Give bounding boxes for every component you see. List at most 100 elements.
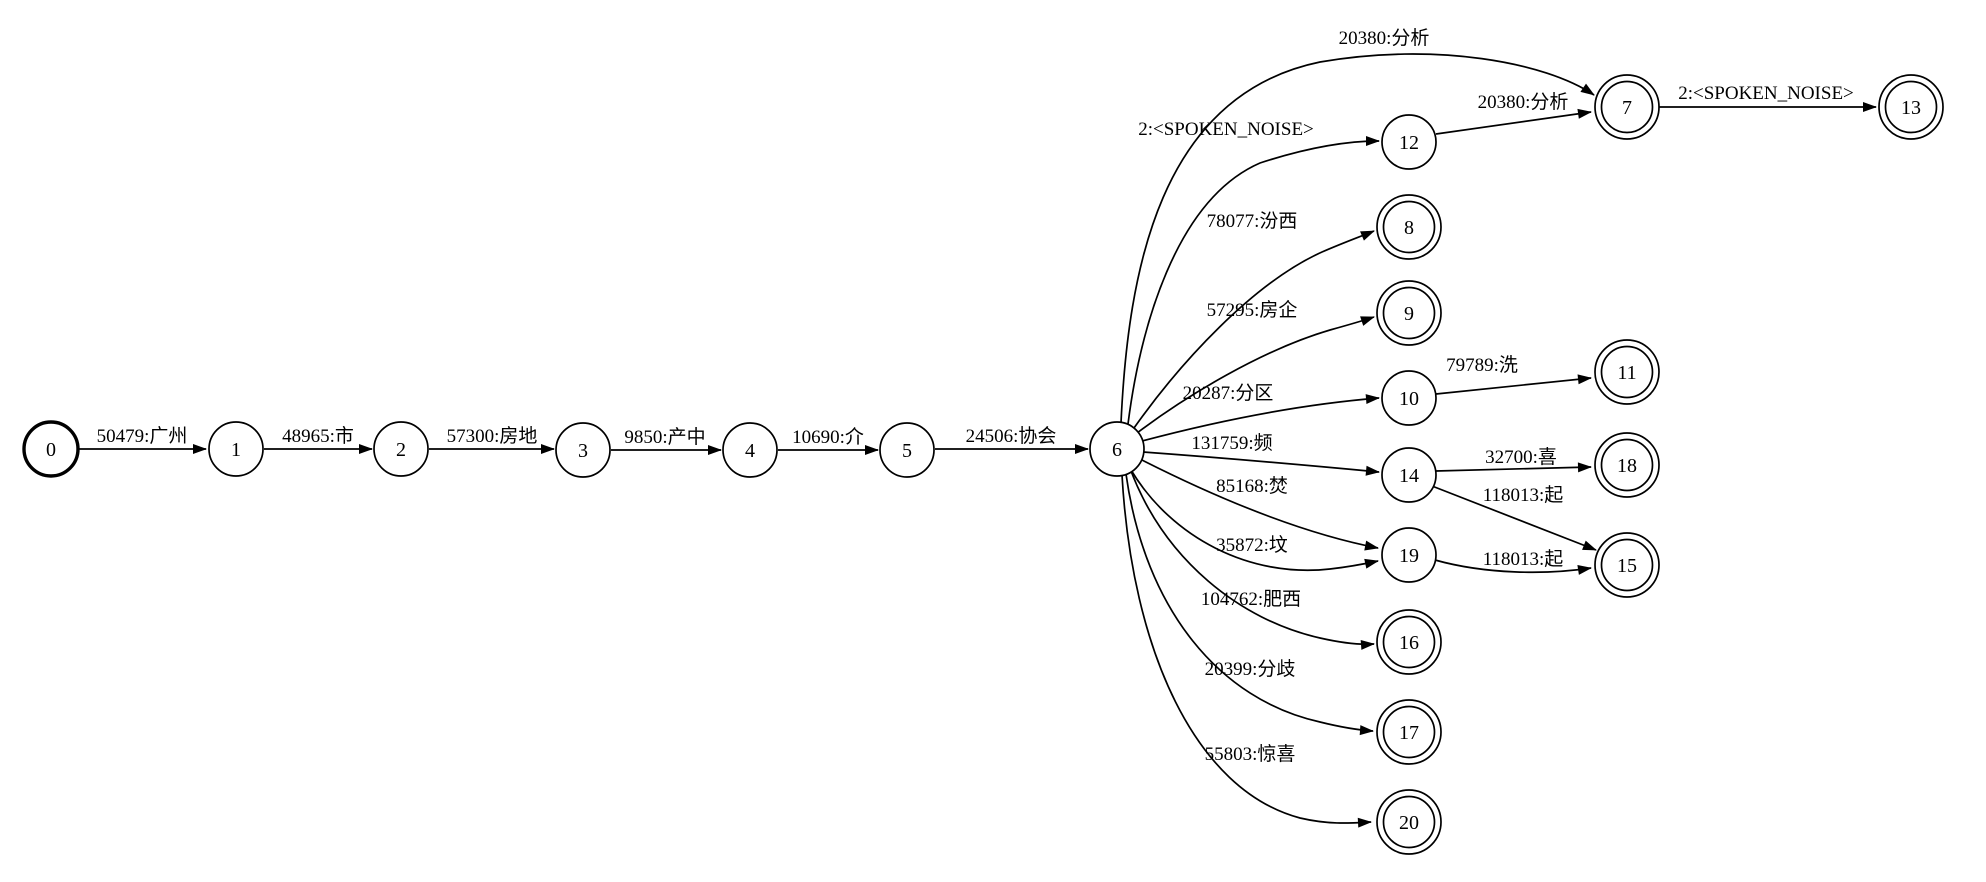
transition-6-17: 20399:分歧 <box>1125 473 1374 736</box>
state-circle <box>722 422 778 478</box>
state-circle <box>1381 527 1437 583</box>
state-label: 3 <box>578 440 588 462</box>
state-label: 18 <box>1617 455 1637 477</box>
state-circle <box>879 422 935 478</box>
transition-label: 131759:频 <box>1191 432 1272 454</box>
transition-label: 20287:分区 <box>1183 382 1274 404</box>
state-inner-circle <box>1382 286 1436 340</box>
state-inner-circle <box>1600 538 1654 592</box>
transition-arrow <box>1130 470 1375 650</box>
state-inner-circle <box>1382 795 1436 849</box>
transition-label: 20399:分歧 <box>1205 658 1296 680</box>
transition-10-11: 79789:洗 <box>1435 354 1592 395</box>
state-inner-circle <box>1382 705 1436 759</box>
state-1: 1 <box>208 421 264 477</box>
transition-6-10: 20287:分区 <box>1141 382 1380 442</box>
state-label: 2 <box>396 439 406 461</box>
state-4: 4 <box>722 422 778 478</box>
state-19: 19 <box>1381 527 1437 583</box>
transition-arrow <box>1431 485 1597 551</box>
state-20: 20 <box>1376 789 1442 855</box>
transition-label: 78077:汾西 <box>1207 210 1298 232</box>
state-label: 11 <box>1617 362 1636 384</box>
transition-19-15: 118013:起 <box>1434 548 1592 575</box>
transition-label: 2:<SPOKEN_NOISE> <box>1138 119 1314 140</box>
state-2: 2 <box>373 421 429 477</box>
transition-14-18: 32700:喜 <box>1435 446 1592 473</box>
transition-label: 118013:起 <box>1483 484 1564 506</box>
state-10: 10 <box>1381 370 1437 426</box>
transition-6-12: 2:<SPOKEN_NOISE> <box>1127 119 1380 425</box>
state-label: 6 <box>1112 439 1122 461</box>
transition-label: 2:<SPOKEN_NOISE> <box>1678 83 1854 104</box>
state-label: 7 <box>1622 97 1632 119</box>
transition-label: 20380:分析 <box>1478 91 1569 113</box>
transition-label: 10690:介 <box>792 426 864 448</box>
state-inner-circle <box>1382 615 1436 669</box>
state-inner-circle <box>1884 80 1938 134</box>
state-circle <box>373 421 429 477</box>
transition-6-20: 55803:惊喜 <box>1121 474 1372 828</box>
state-circle <box>1381 114 1437 170</box>
state-label: 13 <box>1901 97 1921 119</box>
state-label: 5 <box>902 440 912 462</box>
transition-label: 55803:惊喜 <box>1205 743 1296 765</box>
state-inner-circle <box>1600 80 1654 134</box>
transition-arrow <box>1142 451 1380 476</box>
state-label: 20 <box>1399 812 1419 834</box>
transition-label: 57295:房企 <box>1207 299 1298 321</box>
transition-14-15: 118013:起 <box>1431 484 1597 551</box>
state-label: 15 <box>1617 555 1637 577</box>
state-label: 1 <box>231 439 241 461</box>
state-13: 13 <box>1878 74 1944 140</box>
transition-arrow <box>1133 230 1375 429</box>
state-label: 10 <box>1399 388 1419 410</box>
transition-label: 57300:房地 <box>447 425 538 447</box>
transition-6-8: 78077:汾西 <box>1133 210 1375 429</box>
transition-2-3: 57300:房地 <box>429 425 555 454</box>
state-label: 12 <box>1399 132 1419 154</box>
transition-arrow <box>1120 53 1595 424</box>
transition-arrow <box>1125 473 1374 736</box>
state-inner-circle <box>1600 438 1654 492</box>
transition-7-13: 2:<SPOKEN_NOISE> <box>1659 83 1877 112</box>
transition-1-2: 48965:市 <box>264 425 373 454</box>
state-circle <box>1381 447 1437 503</box>
state-label: 0 <box>46 439 56 461</box>
transition-label: 9850:产中 <box>624 426 705 448</box>
state-17: 17 <box>1376 699 1442 765</box>
state-label: 16 <box>1399 632 1419 654</box>
state-18: 18 <box>1594 432 1660 498</box>
transition-6-7: 20380:分析 <box>1120 27 1595 424</box>
transition-label: 48965:市 <box>282 425 354 447</box>
state-circle <box>208 421 264 477</box>
transition-arrow <box>1121 474 1372 828</box>
transition-arrow <box>1434 559 1592 575</box>
state-6: 6 <box>1089 421 1145 477</box>
transition-arrow <box>1130 469 1379 571</box>
state-0: 0 <box>22 420 80 478</box>
transition-label: 79789:洗 <box>1446 354 1518 376</box>
state-5: 5 <box>879 422 935 478</box>
state-label: 8 <box>1404 217 1414 239</box>
state-9: 9 <box>1376 280 1442 346</box>
transition-arrow <box>1435 374 1592 395</box>
state-12: 12 <box>1381 114 1437 170</box>
transition-label: 85168:焚 <box>1216 475 1288 497</box>
state-16: 16 <box>1376 609 1442 675</box>
state-14: 14 <box>1381 447 1437 503</box>
state-11: 11 <box>1594 339 1660 405</box>
transition-6-19-18: 35872:坟 <box>1130 469 1379 571</box>
state-15: 15 <box>1594 532 1660 598</box>
state-3: 3 <box>555 422 611 478</box>
transition-6-14: 131759:频 <box>1142 432 1380 476</box>
state-inner-circle <box>1382 200 1436 254</box>
transition-5-6: 24506:协会 <box>935 425 1089 454</box>
state-label: 4 <box>745 440 755 462</box>
transition-arrow <box>1435 108 1592 135</box>
transition-label: 104762:肥西 <box>1201 589 1301 610</box>
transition-label: 118013:起 <box>1483 548 1564 570</box>
